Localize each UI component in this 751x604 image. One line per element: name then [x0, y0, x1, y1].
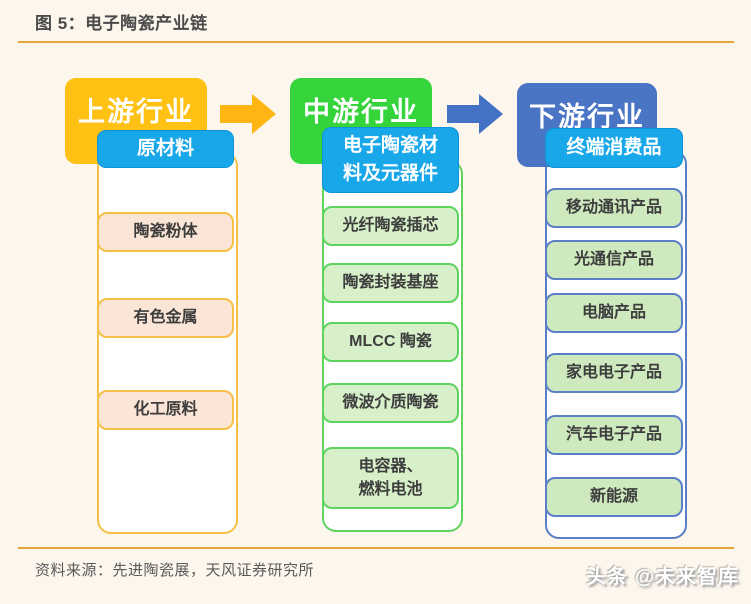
- downstream-item: 移动通讯产品: [545, 188, 683, 228]
- footer-divider-line: [18, 547, 734, 549]
- upstream-subheader: 原材料: [97, 130, 234, 168]
- title-divider-line: [18, 41, 734, 43]
- upstream-item: 有色金属: [97, 298, 234, 338]
- watermark-text: 头条 @未来智库: [585, 566, 739, 588]
- downstream-item: 新能源: [545, 477, 683, 517]
- figure-title: 图 5：电子陶瓷产业链: [35, 14, 208, 33]
- arrow-right-icon: [447, 94, 503, 134]
- downstream-item: 汽车电子产品: [545, 415, 683, 455]
- midstream-item: MLCC 陶瓷: [322, 322, 459, 362]
- source-caption: 资料来源：先进陶瓷展，天风证券研究所: [35, 562, 315, 579]
- midstream-item: 电容器、 燃料电池: [322, 447, 459, 509]
- upstream-item: 化工原料: [97, 390, 234, 430]
- midstream-item: 陶瓷封装基座: [322, 263, 459, 303]
- midstream-item: 微波介质陶瓷: [322, 383, 459, 423]
- midstream-subheader: 电子陶瓷材 料及元器件: [322, 127, 459, 193]
- downstream-item: 光通信产品: [545, 240, 683, 280]
- downstream-subheader: 终端消费品: [545, 128, 683, 168]
- midstream-header: 中游行业: [290, 78, 432, 164]
- upstream-column-outline: [97, 152, 238, 534]
- arrow-right-icon: [220, 94, 276, 134]
- downstream-item: 电脑产品: [545, 293, 683, 333]
- downstream-item: 家电电子产品: [545, 353, 683, 393]
- upstream-item: 陶瓷粉体: [97, 212, 234, 252]
- midstream-item: 光纤陶瓷插芯: [322, 206, 459, 246]
